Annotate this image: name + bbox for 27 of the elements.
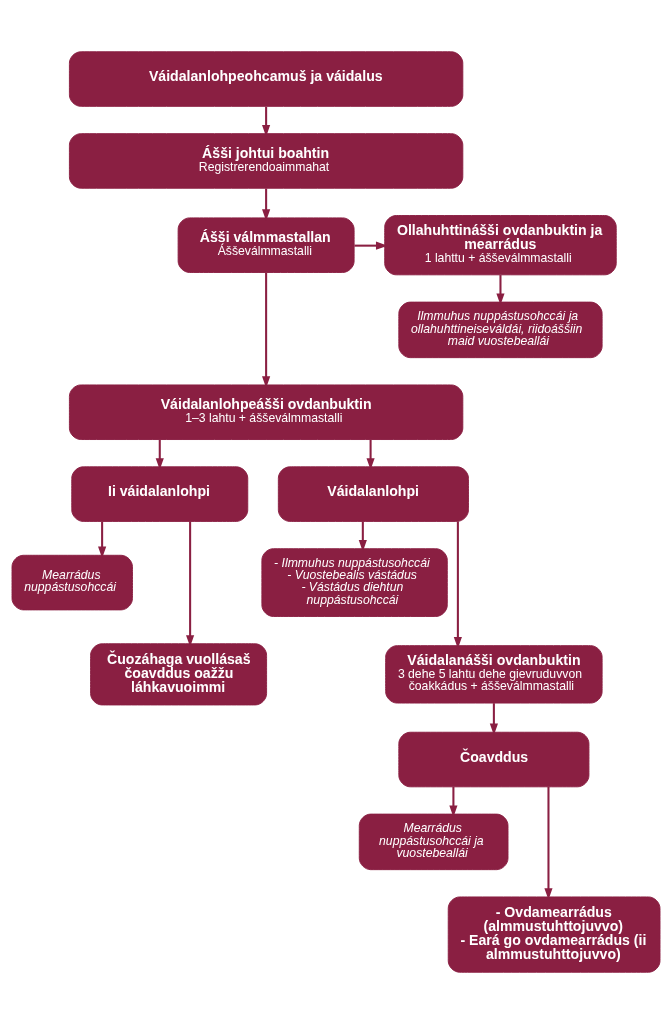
node-box: Mearrádus nuppástusohccái ja vuostebeallái bbox=[358, 813, 509, 871]
arrow bbox=[366, 439, 375, 470]
node-box: Ollahuhttinášši ovdanbuktin ja mearrádus 1 lahttu + ášševálmmastalli bbox=[384, 215, 617, 276]
arrow bbox=[98, 521, 107, 559]
arrow bbox=[262, 188, 271, 221]
node-box: Váidalanlohpeohcamuš ja váidalus bbox=[68, 51, 464, 107]
node-box: Ášši válmmastallan Ášševálmmastalli bbox=[177, 217, 355, 273]
node-box: Ilmmuhus nuppástusohccái ja ollahuhttineiseváldái, riidoáššiin maid vuostebeallái bbox=[398, 301, 603, 359]
node-box: Váidalanášši ovdanbuktin 3 dehe 5 lahtu dehe gievruduvvon čoakkádus + ášševálmmastalli bbox=[385, 645, 603, 704]
node-box: Ii váidalanlohpi bbox=[71, 466, 249, 522]
node-box: - Ilmmuhus nuppástusohccái - Vuostebealis vástádus - Vástádus diehtun nuppástusohccái bbox=[261, 548, 448, 617]
arrow bbox=[262, 106, 271, 137]
node-box: Čuozáhaga vuollásaš čoavddus oažžu láhkavuoimmi bbox=[90, 643, 268, 706]
arrow bbox=[186, 521, 195, 647]
arrow bbox=[489, 703, 498, 736]
arrow bbox=[354, 241, 388, 250]
arrow bbox=[262, 272, 271, 388]
node-box: Ášši johtui boahtin Registrerendoaimmahat bbox=[68, 133, 464, 189]
node-box: Mearrádus nuppástusohccái bbox=[11, 554, 133, 611]
node-box: Váidalanlohpi bbox=[277, 466, 469, 522]
arrow bbox=[453, 521, 462, 649]
node-box: Váidalanlohpeášši ovdanbuktin 1–3 lahtu + ášševálmmastalli bbox=[68, 384, 464, 440]
node-box: Čoavddus bbox=[398, 731, 590, 788]
node-box: - Ovdamearrádus (almmustuhttojuvvo) - Eará go ovdamearrádus (ii almmustuhttojuvvo) bbox=[447, 896, 661, 973]
arrow bbox=[358, 521, 367, 552]
arrow bbox=[544, 786, 553, 900]
arrow bbox=[155, 439, 164, 470]
